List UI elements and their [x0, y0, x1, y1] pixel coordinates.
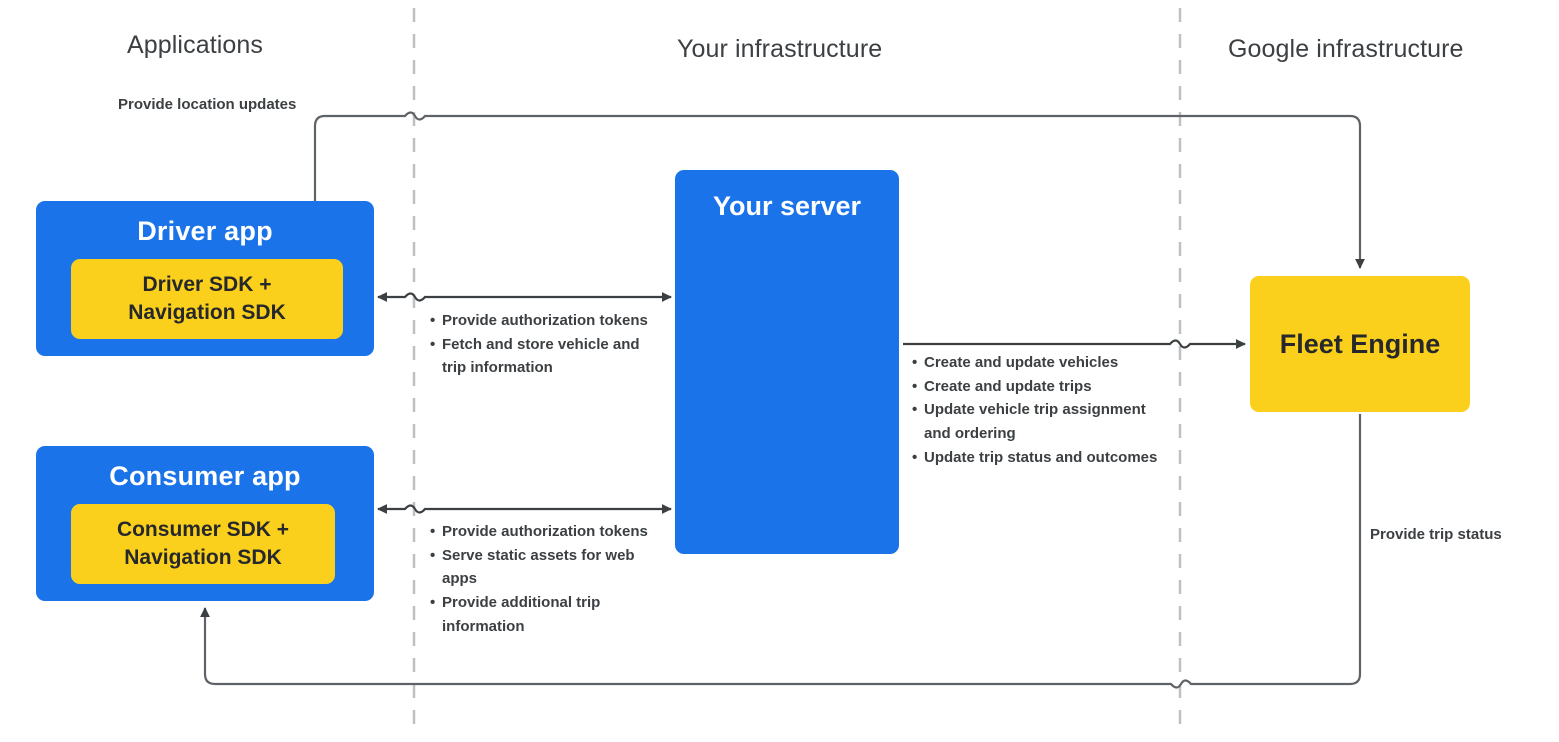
- bullet-item: Create and update vehicles: [912, 351, 1162, 375]
- connector-driver-app-server: [377, 292, 672, 302]
- edge-list-server-fleet-engine: Create and update vehiclesCreate and upd…: [912, 351, 1162, 469]
- bullet-item: Provide additional trip information: [430, 591, 660, 638]
- fleet-engine-title: Fleet Engine: [1279, 328, 1441, 359]
- driver-sdk-label: Driver SDK +Navigation SDK: [128, 273, 286, 324]
- edge-list-driver-app-server: Provide authorization tokensFetch and st…: [430, 309, 660, 380]
- bullet-item: Create and update trips: [912, 375, 1162, 399]
- zone-title-google-infrastructure: Google infrastructure: [1228, 35, 1464, 63]
- your-server-title: Your server: [712, 191, 862, 221]
- driver-app-title: Driver app: [137, 216, 273, 246]
- bullet-item: Provide authorization tokens: [430, 309, 660, 333]
- node-driver-app[interactable]: Driver app Driver SDK +Navigation SDK: [36, 201, 374, 356]
- node-driver-sdk[interactable]: Driver SDK +Navigation SDK: [71, 259, 343, 339]
- node-your-server[interactable]: Your server: [675, 170, 899, 554]
- bullet-item: Update vehicle trip assignment and order…: [912, 398, 1162, 445]
- consumer-app-title: Consumer app: [109, 461, 301, 491]
- node-consumer-app[interactable]: Consumer app Consumer SDK +Navigation SD…: [36, 446, 374, 601]
- bullet-item: Serve static assets for web apps: [430, 544, 660, 591]
- node-consumer-sdk[interactable]: Consumer SDK +Navigation SDK: [71, 504, 335, 584]
- zone-title-your-infrastructure: Your infrastructure: [677, 35, 883, 63]
- zone-title-applications: Applications: [127, 31, 264, 59]
- connector-consumer-app-server: [377, 504, 672, 514]
- node-fleet-engine[interactable]: Fleet Engine: [1250, 276, 1470, 412]
- connector-fleet-engine-to-consumer: [200, 414, 1362, 689]
- consumer-sdk-label: Consumer SDK +Navigation SDK: [116, 518, 290, 569]
- edge-list-consumer-app-server: Provide authorization tokensServe static…: [430, 520, 660, 638]
- bullet-item: Provide authorization tokens: [430, 520, 660, 544]
- edge-label-provide-location-updates: Provide location updates: [118, 96, 297, 113]
- bullet-item: Update trip status and outcomes: [912, 446, 1162, 470]
- connector-server-to-fleet-engine: [903, 339, 1246, 349]
- edge-label-provide-trip-status: Provide trip status: [1370, 526, 1502, 543]
- connector-driver-to-fleet-engine: [313, 111, 1365, 270]
- bullet-item: Fetch and store vehicle and trip informa…: [430, 333, 660, 380]
